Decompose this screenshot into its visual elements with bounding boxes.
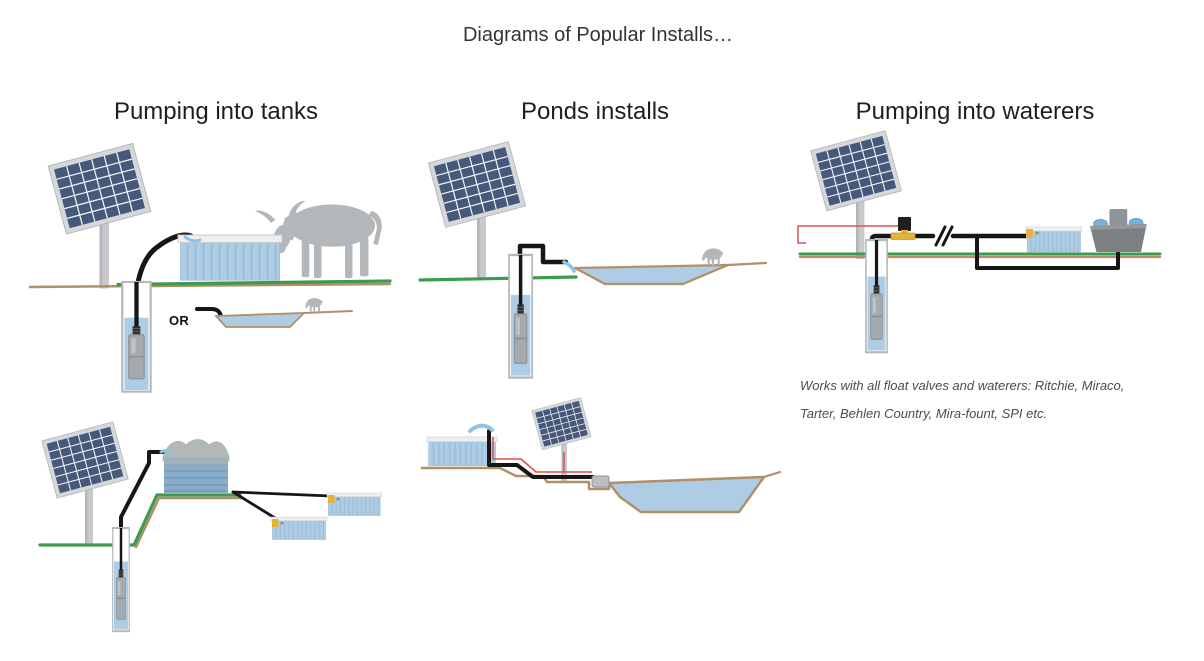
or-trough-pond (214, 312, 307, 328)
column-heading-ponds-installs: Ponds installs (520, 98, 670, 125)
diagram-well-to-pond (418, 141, 768, 378)
column-heading-pumping-into-waterers: Pumping into waterers (855, 98, 1095, 125)
pressure-switch (898, 217, 911, 231)
solar-panel (531, 397, 592, 482)
float-valve (328, 495, 335, 503)
water-splash (562, 260, 576, 273)
diagram-well-to-storage-tank (38, 421, 383, 631)
caption-line-2: Tarter, Behlen Country, Mira-fount, SPI … (800, 406, 1048, 421)
pond (573, 263, 730, 286)
float-ball (1035, 231, 1039, 235)
ground-line (28, 282, 392, 289)
trough (326, 492, 383, 517)
trough (270, 516, 328, 541)
ground-line (726, 261, 768, 267)
sheep-silhouette (701, 248, 724, 266)
valve-stub (901, 230, 908, 234)
power-wire (492, 437, 592, 473)
grass-line (38, 493, 242, 547)
column-heading-pumping-into-tanks: Pumping into tanks (113, 98, 319, 125)
power-wire (797, 225, 898, 244)
waterer-compatibility-note: Works with all float valves and waterers… (800, 372, 1150, 428)
water-splash (159, 449, 174, 458)
ground-line (134, 496, 244, 549)
water-splash (183, 235, 202, 243)
solar-panel (47, 142, 152, 290)
intake-pipe (487, 429, 595, 479)
float-valve (272, 519, 279, 527)
page-title: Diagrams of Popular Installs… (462, 24, 734, 46)
diagram-well-to-waterer (797, 130, 1162, 352)
supply-pipe (517, 243, 569, 265)
stock-tank (426, 436, 499, 467)
diagram-tank-to-pond (420, 397, 782, 514)
distribution-pipe (231, 490, 333, 498)
sheep-silhouette (305, 297, 323, 313)
grass-line (116, 279, 392, 287)
water-splash (468, 423, 494, 433)
well-pump (122, 282, 150, 392)
well-pump (113, 528, 130, 631)
pond (607, 475, 766, 514)
float-ball (336, 497, 340, 501)
float-ball (280, 521, 284, 525)
supply-pipe (119, 450, 166, 529)
ground-line (303, 310, 353, 314)
ground-line (762, 470, 782, 479)
distribution-pipe (231, 490, 277, 520)
diagram-well-to-stock-tank (28, 142, 392, 392)
wellhead-valve (890, 232, 916, 240)
or-pond-pipe (195, 307, 223, 318)
float-valve (1026, 229, 1033, 238)
terrain-line (496, 465, 611, 491)
livestock-waterer (1090, 209, 1147, 252)
well-pump (866, 240, 887, 352)
solar-panel (41, 421, 129, 545)
pipe-break-symbol (934, 225, 954, 247)
surface-pump (591, 475, 610, 488)
small-stock-tank (1025, 226, 1083, 253)
grass-line (418, 275, 578, 282)
or-label: OR (169, 313, 190, 328)
storage-tank (162, 439, 230, 493)
caption-line-1: Works with all float valves and waterers… (800, 378, 1125, 393)
buried-supply-line (975, 234, 1120, 270)
well-pump (509, 255, 532, 378)
